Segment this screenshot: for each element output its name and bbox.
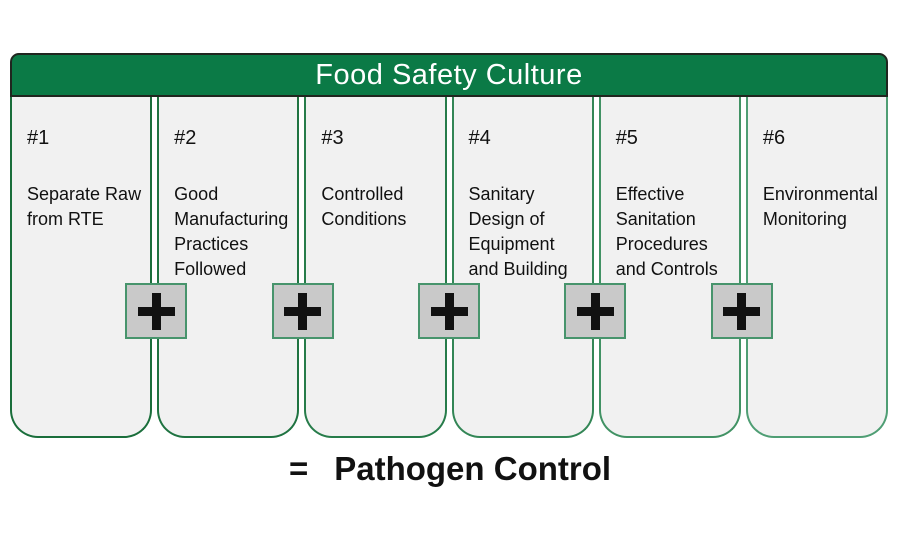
- column-label: Good Manufacturing Practices Followed: [174, 184, 289, 279]
- pathogen-control-column: #2 Good Manufacturing Practices Followed: [157, 97, 300, 438]
- diagram: Food Safety Culture #1 Separate Raw from…: [10, 53, 889, 438]
- plus-icon: [137, 292, 175, 330]
- column-number: #6: [762, 127, 786, 149]
- column-label: Sanitary Design of Equipment and Buildin…: [468, 184, 568, 279]
- pathogen-control-column: #5 Effective Sanitation Procedures and C…: [598, 97, 741, 438]
- column-label: Controlled Conditions: [321, 184, 407, 229]
- equation: = Pathogen Control: [0, 450, 900, 488]
- column-number: #2: [174, 127, 197, 149]
- column-label: Environmental Monitoring: [762, 184, 878, 229]
- column-number: #3: [321, 127, 344, 149]
- plus-box: [564, 283, 627, 339]
- column-label: Separate Raw from RTE: [27, 184, 142, 229]
- plus-box: [125, 283, 188, 339]
- pathogen-control-column: #4 Sanitary Design of Equipment and Buil…: [451, 97, 594, 438]
- column-number: #5: [615, 127, 638, 149]
- equation-result: Pathogen Control: [334, 450, 612, 487]
- plus-icon: [576, 292, 614, 330]
- plus-icon: [430, 292, 468, 330]
- column-number: #1: [27, 127, 50, 149]
- plus-icon: [723, 292, 761, 330]
- plus-icon: [284, 292, 322, 330]
- plus-box: [418, 283, 480, 339]
- equals-sign: =: [288, 450, 309, 487]
- header-bar: Food Safety Culture: [10, 53, 888, 97]
- plus-box: [710, 283, 773, 339]
- column-number: #4: [468, 127, 491, 149]
- column-label: Effective Sanitation Procedures and Cont…: [615, 184, 718, 279]
- columns-row: #1 Separate Raw from RTE #2 Good Manufac…: [10, 97, 889, 438]
- plus-box: [271, 283, 334, 339]
- header-title: Food Safety Culture: [315, 58, 583, 91]
- pathogen-control-column: #3 Controlled Conditions: [304, 97, 447, 438]
- pathogen-control-column: #1 Separate Raw from RTE: [10, 97, 153, 438]
- pathogen-control-column: #6 Environmental Monitoring: [745, 97, 889, 438]
